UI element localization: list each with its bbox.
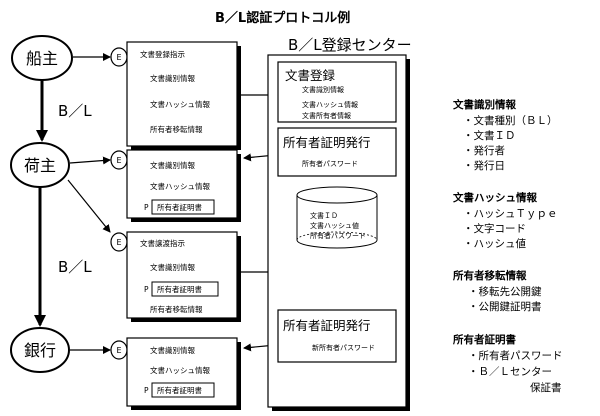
legend-doc-id: 文書識別情報 ・文書種別（ＢＬ） ・文書ＩＤ ・発行者 ・発行日: [452, 98, 558, 172]
legend-item: ・発行日: [463, 159, 505, 172]
owner-certificate-label: 所有者証明書: [157, 202, 202, 212]
database-line: 文書ＩＤ: [310, 211, 338, 220]
bank-node: [10, 327, 70, 373]
diagram-title: B／L認証プロトコル例: [215, 10, 350, 26]
center-issue-title: 所有者証明発行: [283, 318, 371, 333]
doc-line: 文書ハッシュ情報: [150, 99, 210, 109]
legend-item: 保証書: [530, 381, 562, 394]
center-line: 新所有者パスワード: [312, 343, 375, 352]
center-line: 文書識別情報: [302, 85, 344, 94]
database-line: 所有者パスワード: [310, 231, 366, 240]
envelope-mark-4: E: [110, 340, 128, 360]
envelope-mark-label: E: [116, 238, 121, 247]
center-registration-title: 文書登録: [285, 68, 336, 83]
envelope-mark-1: E: [110, 47, 128, 67]
transfer-label-2: B／L: [58, 258, 92, 276]
doc-line: 文書譲渡指示: [140, 238, 185, 248]
center-issue-section-2: 所有者証明発行 新所有者パスワード: [277, 309, 397, 363]
doc-line: 文書識別情報: [150, 345, 195, 355]
p-mark: P: [144, 386, 149, 395]
center-line: 所有者パスワード: [302, 159, 358, 168]
center-line: 文書所有者情報: [302, 111, 351, 120]
owner-certificate-label: 所有者証明書: [157, 385, 202, 395]
document-consignee-proof: 文書識別情報 文書ハッシュ情報 P 所有者証明書: [126, 149, 241, 222]
legend: 文書識別情報 ・文書種別（ＢＬ） ・文書ＩＤ ・発行者 ・発行日 文書ハッシュ情…: [452, 98, 563, 394]
p-mark: P: [144, 285, 149, 294]
registration-center: 文書登録 文書識別情報 文書ハッシュ情報 文書所有者情報 所有者証明発行 所有者…: [267, 54, 410, 411]
doc-line: 文書識別情報: [150, 160, 195, 170]
legend-item: ・文字コード: [463, 222, 526, 235]
legend-heading: 文書ハッシュ情報: [452, 191, 537, 204]
p-mark: P: [144, 203, 149, 212]
legend-item: ・Ｂ／Ｌセンター: [468, 366, 552, 378]
legend-item: ・移転先公開鍵: [468, 285, 542, 298]
legend-item: ・ハッシュ値: [463, 237, 526, 250]
bank-label: 銀行: [24, 341, 56, 360]
transfer-label-1: B／L: [58, 102, 92, 120]
consignee-label: 荷主: [24, 156, 56, 175]
center-line: 文書ハッシュ情報: [302, 100, 358, 109]
legend-item: ・文書種別（ＢＬ）: [463, 114, 558, 127]
doc-line: 文書ハッシュ情報: [150, 365, 210, 375]
doc-line: 所有者移転情報: [150, 304, 203, 314]
database-line: 文書ハッシュ値: [310, 221, 359, 230]
envelope-mark-3: E: [110, 232, 128, 252]
legend-owner-certificate: 所有者証明書 ・所有者パスワード ・Ｂ／Ｌセンター 保証書: [453, 333, 563, 394]
doc-line: 文書ハッシュ情報: [150, 181, 210, 191]
center-issue-title: 所有者証明発行: [283, 135, 371, 150]
envelope-mark-label: E: [116, 156, 121, 165]
doc-line: 文書登録指示: [140, 49, 185, 59]
envelope-mark-label: E: [116, 53, 121, 62]
doc-line: 文書識別情報: [150, 262, 195, 272]
legend-item: ・ハッシュＴｙｐｅ: [463, 208, 558, 220]
legend-item: ・公開鍵証明書: [468, 300, 542, 313]
arrow-consignee-transfer: [67, 179, 111, 233]
owner-certificate-box: [151, 382, 215, 398]
document-registration-request: 文書登録指示 文書識別情報 文書ハッシュ情報 所有者移転情報: [126, 41, 241, 150]
envelope-mark-2: E: [110, 150, 128, 170]
owner-certificate-label: 所有者証明書: [157, 284, 202, 294]
shipper-label: 船主: [26, 49, 58, 68]
doc-line: 文書識別情報: [150, 73, 195, 83]
center-database: 文書ＩＤ 文書ハッシュ値 所有者パスワード: [296, 186, 378, 249]
legend-doc-hash: 文書ハッシュ情報 ・ハッシュＴｙｐｅ ・文字コード ・ハッシュ値: [452, 191, 558, 250]
legend-item: ・文書ＩＤ: [463, 129, 516, 142]
legend-item: ・所有者パスワード: [468, 349, 563, 362]
legend-heading: 所有者証明書: [453, 333, 516, 346]
center-issue-section-1: 所有者証明発行 所有者パスワード: [277, 127, 397, 177]
owner-certificate-box: [151, 199, 215, 215]
center-title: B／L登録センター: [288, 36, 412, 54]
document-transfer-request: 文書譲渡指示 文書識別情報 P 所有者証明書 所有者移転情報: [126, 231, 241, 322]
legend-heading: 文書識別情報: [452, 98, 516, 111]
legend-heading: 所有者移転情報: [453, 269, 527, 282]
legend-item: ・発行者: [463, 144, 505, 157]
arrow-consignee-doc: [69, 156, 111, 165]
owner-certificate-box: [151, 281, 219, 297]
doc-line: 所有者移転情報: [150, 124, 203, 134]
document-bank-proof: 文書識別情報 文書ハッシュ情報 P 所有者証明書: [126, 337, 241, 410]
envelope-mark-label: E: [116, 346, 121, 355]
center-registration-section: 文書登録 文書識別情報 文書ハッシュ情報 文書所有者情報: [277, 61, 397, 123]
legend-owner-transfer: 所有者移転情報 ・移転先公開鍵 ・公開鍵証明書: [453, 269, 542, 313]
